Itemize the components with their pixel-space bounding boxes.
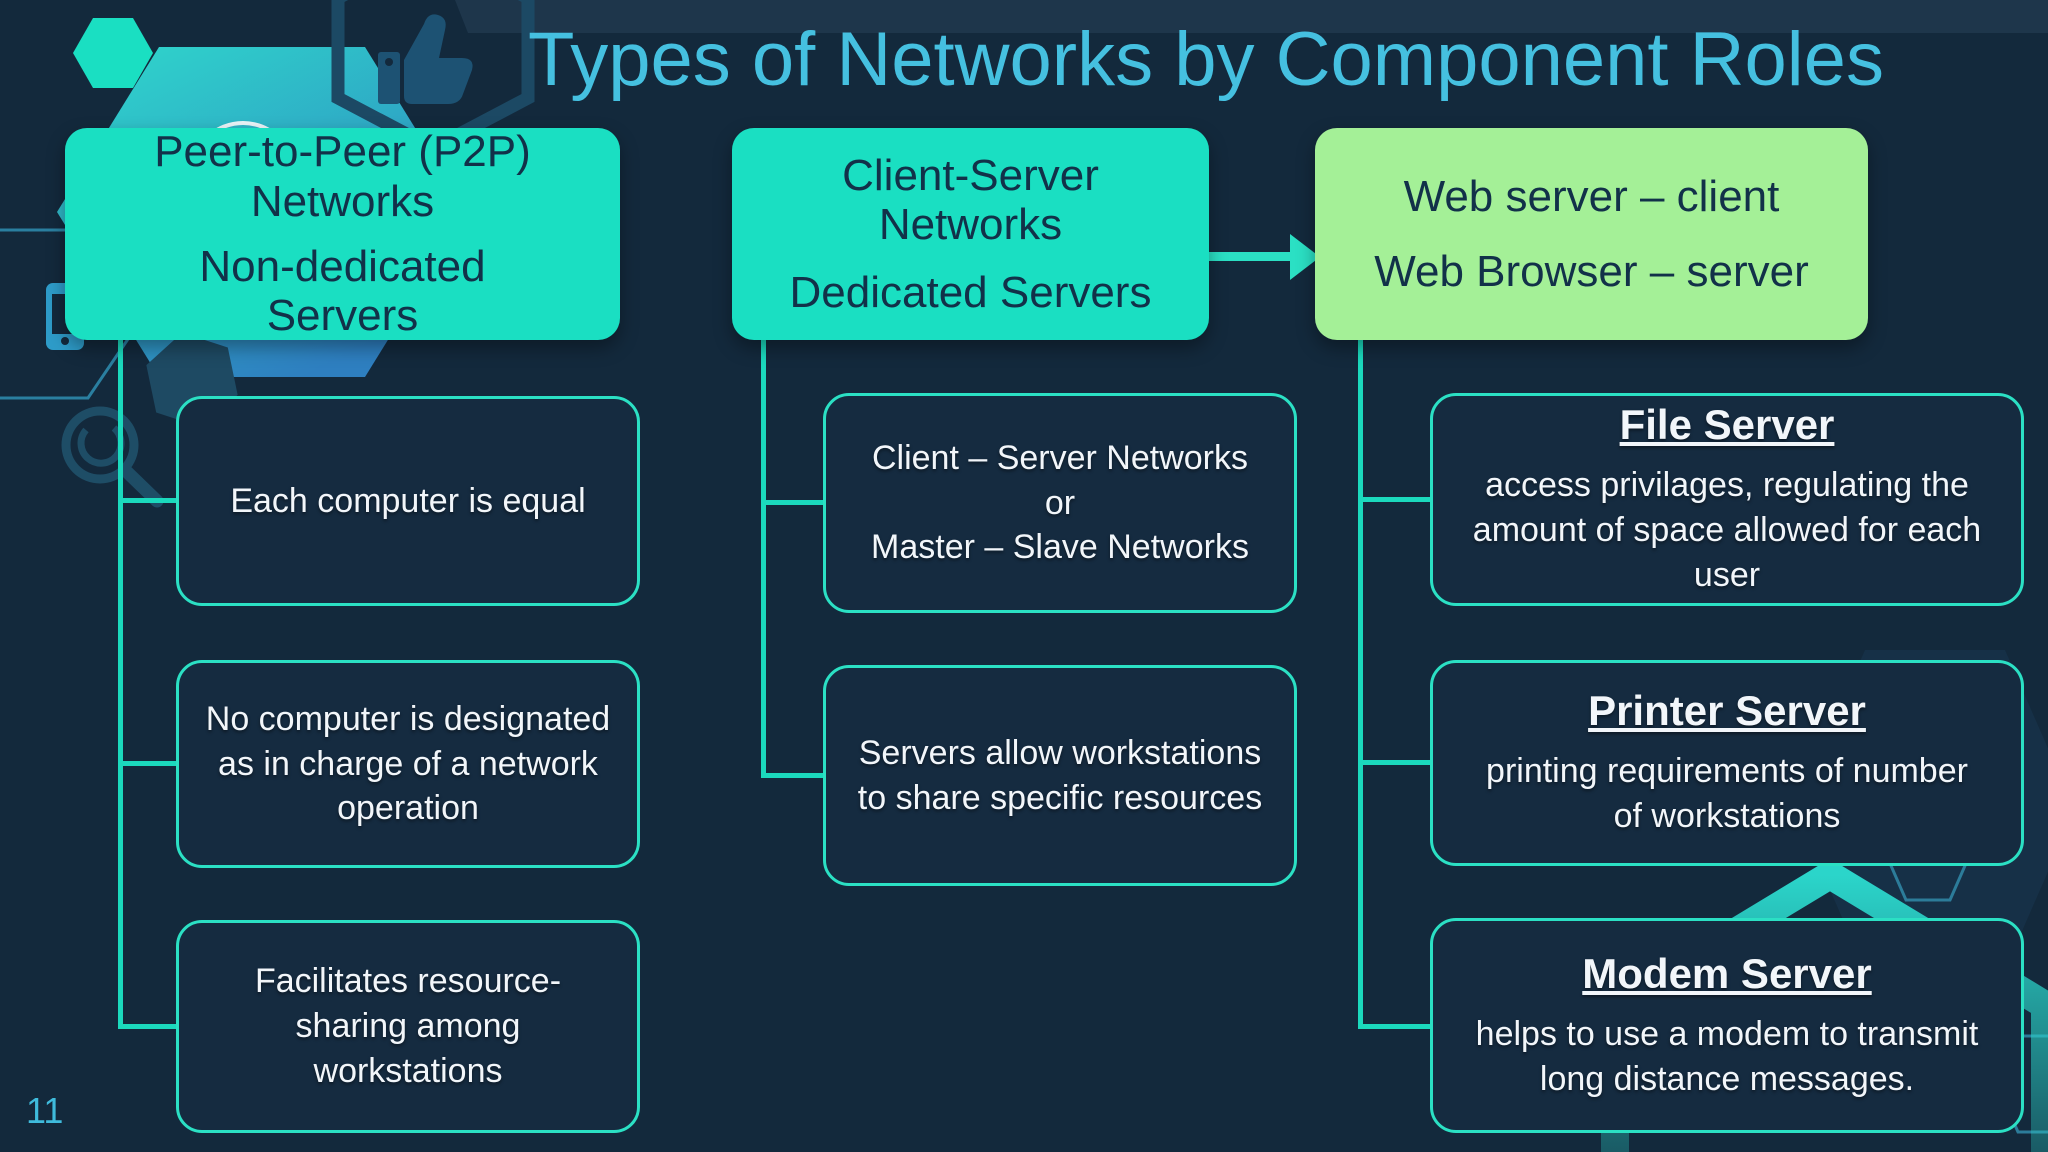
header-web-server: Web server – client Web Browser – server xyxy=(1315,128,1868,340)
connector-vertical-cs xyxy=(761,338,766,778)
magnifier-icon xyxy=(61,406,164,508)
node-client-server-or-master-slave: Client – Server Networks or Master – Sla… xyxy=(823,393,1297,613)
node-servers-share-resources: Servers allow workstations to share spec… xyxy=(823,665,1297,886)
thumbs-up-icon xyxy=(378,14,473,104)
connector-stub xyxy=(1358,760,1430,765)
connector-stub xyxy=(118,1024,176,1029)
node-modem-server: Modem Server helps to use a modem to tra… xyxy=(1430,918,2024,1133)
node-title: File Server xyxy=(1619,401,1835,449)
connector-stub xyxy=(761,500,823,505)
node-body: printing requirements of number of works… xyxy=(1486,752,1968,835)
connector-stub xyxy=(118,761,176,766)
connector-stub xyxy=(118,498,176,503)
hexagon-teal-icon xyxy=(73,18,153,88)
node-body: No computer is designated as in charge o… xyxy=(205,699,611,828)
node-title: Printer Server xyxy=(1588,687,1866,735)
header-line: Client-Server Networks xyxy=(842,151,1099,250)
connector-vertical-web xyxy=(1358,338,1363,1029)
node-body: Client – Server Networks or Master – Sla… xyxy=(871,438,1249,567)
header-peer-to-peer: Peer-to-Peer (P2P) Networks Non-dedicate… xyxy=(65,127,620,341)
arrow-connector xyxy=(1209,252,1293,261)
connector-stub xyxy=(761,773,823,778)
connector-stub xyxy=(1358,1024,1430,1029)
page-number: 11 xyxy=(26,1090,64,1131)
header-line: Web server – client xyxy=(1403,171,1780,221)
node-body: Facilitates resource-sharing among works… xyxy=(254,962,562,1090)
node-each-computer-equal: Each computer is equal xyxy=(176,396,640,606)
node-body: helps to use a modem to transmit long di… xyxy=(1475,1014,1979,1098)
header-line: Web Browser – server xyxy=(1374,247,1809,296)
header-line: Non-dedicated Servers xyxy=(199,242,486,341)
header-client-server: Client-Server Networks Dedicated Servers xyxy=(732,128,1209,340)
node-resource-sharing: Facilitates resource-sharing among works… xyxy=(176,920,640,1133)
node-body: Each computer is equal xyxy=(230,481,586,520)
node-printer-server: Printer Server printing requirements of … xyxy=(1430,660,2024,866)
node-no-computer-in-charge: No computer is designated as in charge o… xyxy=(176,660,640,868)
node-title: Modem Server xyxy=(1582,949,1872,997)
header-line: Dedicated Servers xyxy=(789,267,1152,317)
connector-stub xyxy=(1358,497,1430,502)
page-title: Types of Networks by Component Roles xyxy=(528,17,1884,102)
node-body: Servers allow workstations to share spec… xyxy=(857,733,1263,817)
node-file-server: File Server access privilages, regulatin… xyxy=(1430,393,2024,606)
node-body: access privilages, regulating the amount… xyxy=(1472,466,1982,594)
header-line: Peer-to-Peer (P2P) Networks xyxy=(154,127,531,226)
connector-vertical-p2p xyxy=(118,338,123,1029)
top-band-decoration xyxy=(455,0,2048,33)
